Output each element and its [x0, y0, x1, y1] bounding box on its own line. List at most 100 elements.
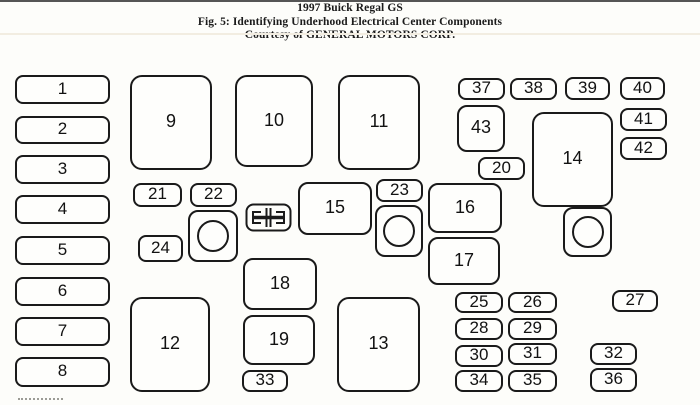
component-box-25: 25 [455, 292, 503, 313]
component-number: 7 [57, 320, 68, 340]
component-box-23: 23 [376, 179, 423, 202]
component-number: 10 [263, 109, 285, 130]
courtesy-line: Courtesy of GENERAL MOTORS CORP. [244, 29, 456, 41]
circle-icon [197, 220, 229, 252]
component-box-26: 26 [508, 292, 557, 313]
component-number: 15 [324, 197, 346, 217]
component-number: 11 [369, 111, 389, 131]
component-box-14: 14 [532, 112, 613, 207]
component-box-42: 42 [620, 137, 667, 160]
component-number: 31 [523, 343, 542, 362]
component-box-40: 40 [620, 77, 665, 100]
component-box-38: 38 [510, 78, 557, 100]
component-number: 25 [469, 291, 489, 311]
component-number: 32 [604, 343, 623, 362]
component-box-10: 10 [235, 75, 313, 167]
component-number: 27 [625, 290, 645, 309]
component-number: 37 [472, 78, 491, 97]
component-number: 18 [269, 272, 291, 293]
component-box-41: 41 [620, 108, 667, 131]
component-box-39: 39 [565, 77, 610, 100]
component-number: 28 [469, 318, 489, 337]
component-box-31: 31 [508, 343, 557, 365]
circle-icon [571, 216, 604, 248]
component-number: 29 [523, 318, 542, 337]
component-box-7: 7 [15, 317, 110, 346]
component-box-11: 11 [338, 75, 420, 170]
component-number: 41 [634, 108, 653, 128]
component-number: 13 [368, 333, 389, 353]
top-rule [0, 0, 700, 2]
component-box-13: 13 [337, 297, 420, 392]
component-box-15: 15 [298, 182, 372, 235]
component-box-36: 36 [590, 368, 637, 392]
component-box-43: 43 [457, 105, 505, 152]
component-box-2: 2 [15, 116, 110, 144]
component-number: 42 [634, 137, 653, 157]
component-number: 17 [453, 249, 475, 270]
component-number: 14 [562, 148, 583, 168]
component-box-21: 21 [133, 183, 182, 207]
component-box-16: 16 [428, 183, 502, 233]
component-number: 4 [57, 198, 68, 218]
component-box-30: 30 [455, 345, 503, 367]
circle-component-box-left [188, 210, 238, 262]
component-box-9: 9 [130, 75, 212, 170]
fuse-puller-icon [245, 203, 292, 232]
component-box-18: 18 [243, 258, 317, 310]
component-number: 34 [469, 370, 489, 389]
component-number: 22 [204, 184, 223, 203]
component-box-3: 3 [15, 155, 110, 184]
component-box-20: 20 [478, 157, 525, 180]
component-number: 12 [159, 333, 181, 353]
component-number: 19 [268, 328, 290, 349]
component-number: 40 [633, 77, 652, 97]
component-box-17: 17 [428, 237, 500, 285]
component-number: 24 [151, 237, 170, 257]
component-box-22: 22 [190, 183, 237, 207]
component-box-5: 5 [15, 236, 110, 265]
doc-title: 1997 Buick Regal GS [297, 2, 403, 14]
component-box-37: 37 [458, 78, 505, 100]
component-box-1: 1 [15, 75, 110, 104]
figure-caption: Fig. 5: Identifying Underhood Electrical… [197, 16, 503, 28]
component-box-34: 34 [455, 370, 503, 392]
component-box-19: 19 [243, 315, 315, 365]
component-box-4: 4 [15, 195, 110, 224]
component-box-6: 6 [15, 277, 110, 306]
component-number: 33 [255, 370, 275, 389]
component-box-12: 12 [130, 297, 210, 392]
component-number: 1 [57, 78, 68, 98]
component-number: 8 [57, 361, 68, 380]
circle-component-box-right [563, 207, 612, 257]
component-box-27: 27 [612, 290, 658, 312]
component-box-28: 28 [455, 318, 503, 340]
component-box-24: 24 [138, 235, 183, 262]
component-box-35: 35 [508, 370, 557, 392]
component-number: 6 [57, 280, 68, 300]
component-number: 23 [390, 179, 409, 199]
component-number: 16 [454, 196, 476, 217]
component-number: 5 [57, 239, 68, 259]
circle-icon [383, 215, 415, 247]
component-number: 43 [470, 117, 492, 137]
component-box-8: 8 [15, 357, 110, 387]
component-number: 9 [165, 111, 176, 131]
component-number: 36 [604, 369, 623, 388]
component-box-29: 29 [508, 318, 557, 340]
component-number: 30 [469, 345, 489, 364]
component-box-33: 33 [242, 370, 288, 392]
component-number: 39 [578, 77, 597, 97]
component-number: 38 [524, 78, 543, 97]
header-divider [0, 33, 700, 35]
component-number: 21 [148, 184, 167, 203]
circle-component-box-middle [375, 205, 423, 257]
component-number: 26 [523, 291, 542, 311]
component-number: 2 [57, 119, 68, 138]
component-number: 3 [57, 158, 68, 178]
component-number: 35 [523, 370, 542, 389]
component-number: 20 [492, 157, 511, 177]
dotted-artifact [18, 398, 63, 400]
